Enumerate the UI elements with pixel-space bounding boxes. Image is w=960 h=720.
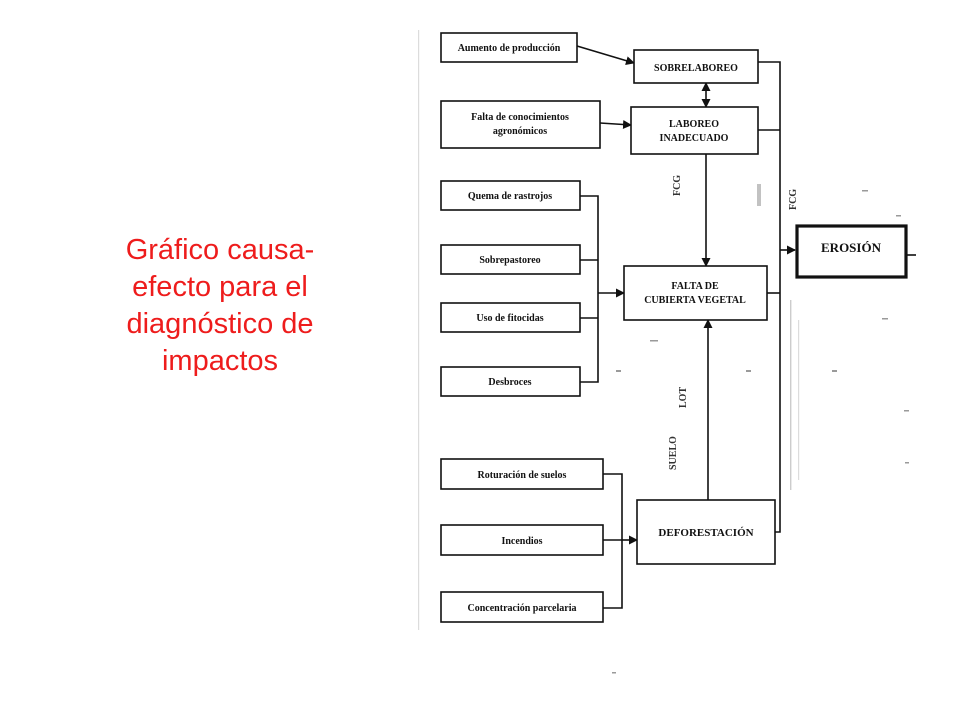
box-falta-conocimientos: Falta de conocimientos agronómicos: [440, 100, 601, 149]
collector-right: [758, 61, 781, 533]
svg-text:Concentración parcelaria: Concentración parcelaria: [468, 603, 577, 614]
caption-line-3: diagnóstico de: [126, 308, 314, 340]
bracket-bottom-group: [603, 473, 623, 609]
svg-text:Uso de fitocidas: Uso de fitocidas: [476, 313, 543, 324]
box-incendios: Incendios: [440, 524, 604, 556]
box-aumento-produccion: Aumento de producción: [440, 32, 578, 63]
svg-text:EROSIÓN: EROSIÓN: [821, 240, 882, 255]
svg-text:agronómicos: agronómicos: [493, 126, 547, 137]
box-uso-fitocidas: Uso de fitocidas: [440, 302, 581, 333]
box-deforestacion: DEFORESTACIÓN: [636, 499, 776, 565]
box-concentracion-parcelaria: Concentración parcelaria: [440, 591, 604, 623]
svg-text:Sobrepastoreo: Sobrepastoreo: [479, 255, 540, 266]
svg-text:Roturación de suelos: Roturación de suelos: [478, 470, 567, 481]
caption-line-4: impactos: [161, 345, 279, 377]
svg-text:Incendios: Incendios: [501, 536, 542, 547]
svg-text:INADECUADO: INADECUADO: [660, 133, 729, 144]
arrow-falta-conoc-to-laboreo: [599, 119, 632, 129]
svg-text:FCG: FCG: [672, 175, 683, 196]
side-labels: FCG FCG SUELO LOT: [668, 175, 799, 470]
box-laboreo-inadecuado: LABOREO INADECUADO: [630, 106, 759, 155]
box-sobrepastoreo: Sobrepastoreo: [440, 244, 581, 275]
svg-text:Quema de rastrojos: Quema de rastrojos: [468, 191, 552, 202]
svg-text:FALTA DE: FALTA DE: [671, 281, 719, 292]
svg-text:LABOREO: LABOREO: [669, 119, 719, 130]
svg-text:LOT: LOT: [678, 387, 689, 408]
box-falta-cubierta-vegetal: FALTA DE CUBIERTA VEGETAL: [623, 265, 768, 321]
scan-noise: [418, 30, 909, 674]
connectors: [576, 45, 916, 609]
box-quema-rastrojos: Quema de rastrojos: [440, 180, 581, 211]
box-sobrelaboreo: SOBRELABOREO: [633, 49, 759, 84]
arrow-aumento-to-sobrelaboreo: [576, 45, 635, 66]
caption-line-1: Gráfico causa-: [125, 234, 315, 266]
svg-text:DEFORESTACIÓN: DEFORESTACIÓN: [658, 527, 753, 539]
svg-text:Desbroces: Desbroces: [488, 377, 531, 388]
caption: Gráfico causa- efecto para el diagnóstic…: [70, 232, 370, 380]
bracket-middle-group: [580, 195, 599, 383]
svg-text:Aumento de producción: Aumento de producción: [458, 43, 561, 54]
svg-text:CUBIERTA VEGETAL: CUBIERTA VEGETAL: [644, 295, 746, 306]
svg-text:Falta de conocimientos: Falta de conocimientos: [471, 112, 569, 123]
box-roturacion-suelos: Roturación de suelos: [440, 458, 604, 490]
svg-text:FCG: FCG: [788, 189, 799, 210]
box-desbroces: Desbroces: [440, 366, 581, 397]
caption-line-2: efecto para el: [132, 271, 308, 303]
box-erosion: EROSIÓN: [795, 224, 908, 279]
svg-text:SUELO: SUELO: [668, 436, 679, 470]
svg-text:SOBRELABOREO: SOBRELABOREO: [654, 63, 738, 74]
